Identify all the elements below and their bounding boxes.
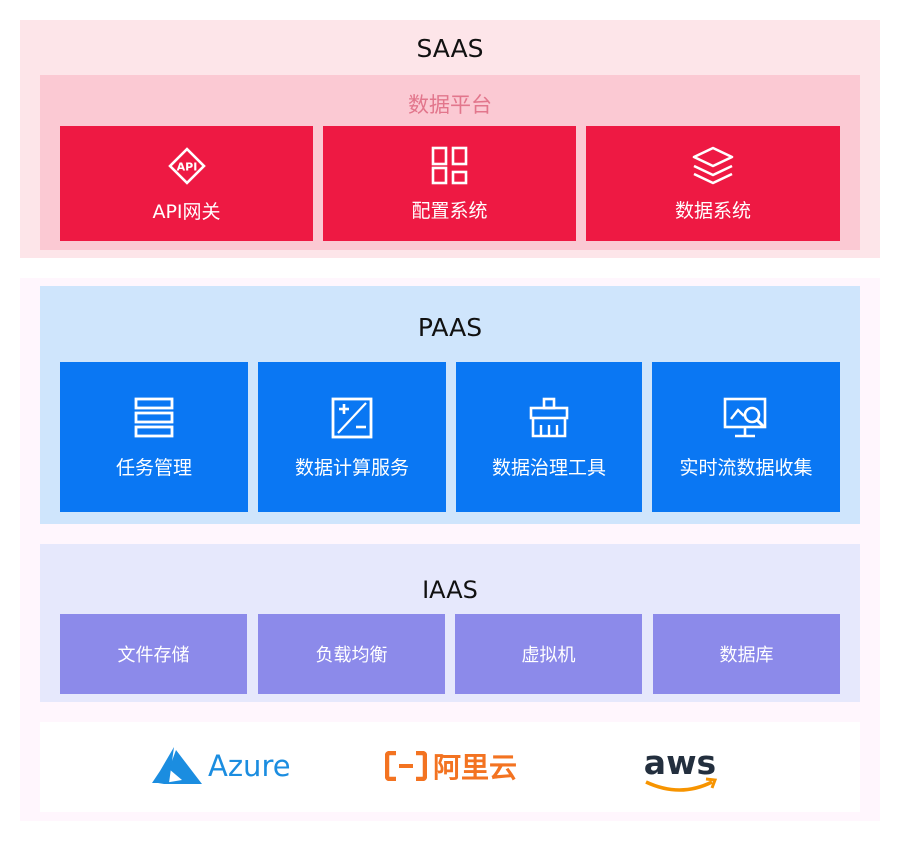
calculator-icon (331, 397, 373, 438)
realtime-stream-card: 实时流数据收集 (652, 362, 840, 512)
card-label: 负载均衡 (315, 645, 388, 666)
brush-icon (529, 397, 569, 437)
iaas-title: IAAS (422, 576, 478, 604)
layers-icon (692, 146, 734, 185)
data-system-card: 数据系统 (586, 126, 840, 241)
card-label: 数据库 (719, 645, 774, 666)
file-storage-card: 文件存储 (60, 614, 247, 694)
card-label: API网关 (152, 201, 221, 223)
card-label: 任务管理 (115, 456, 192, 479)
card-label: 数据治理工具 (491, 456, 606, 479)
azure-name: Azure (208, 749, 291, 783)
data-platform-title: 数据平台 (408, 93, 492, 117)
data-compute-card: 数据计算服务 (258, 362, 446, 512)
card-label: 数据系统 (674, 200, 751, 222)
card-label: 文件存储 (117, 645, 190, 666)
alibaba-cloud-logo-icon (385, 751, 427, 781)
virtual-machine-card: 虚拟机 (455, 614, 642, 694)
list-icon (134, 397, 174, 437)
api-diamond-icon: API (167, 147, 206, 185)
aws-logo: aws (640, 740, 722, 796)
azure-logo-icon (152, 747, 202, 784)
svg-text:API: API (176, 161, 197, 174)
alibaba-cloud-logo: 阿里云 (385, 748, 517, 784)
paas-title: PAAS (417, 313, 483, 342)
data-governance-card: 数据治理工具 (456, 362, 642, 512)
monitor-search-icon (723, 397, 767, 437)
azure-logo: Azure (152, 746, 291, 786)
aws-name: aws (644, 743, 716, 782)
config-system-card: 配置系统 (323, 126, 576, 241)
card-label: 数据计算服务 (294, 456, 409, 479)
saas-title: SAAS (416, 34, 484, 63)
load-balancing-card: 负载均衡 (258, 614, 445, 694)
grid-icon (431, 146, 467, 185)
aws-logo-icon: aws (644, 743, 718, 792)
database-card: 数据库 (653, 614, 840, 694)
card-label: 实时流数据收集 (679, 456, 813, 479)
alibaba-cloud-name: 阿里云 (433, 751, 518, 784)
task-management-card: 任务管理 (60, 362, 248, 512)
card-label: 虚拟机 (521, 645, 576, 666)
api-gateway-card: API API网关 (60, 126, 313, 241)
card-label: 配置系统 (411, 200, 488, 222)
